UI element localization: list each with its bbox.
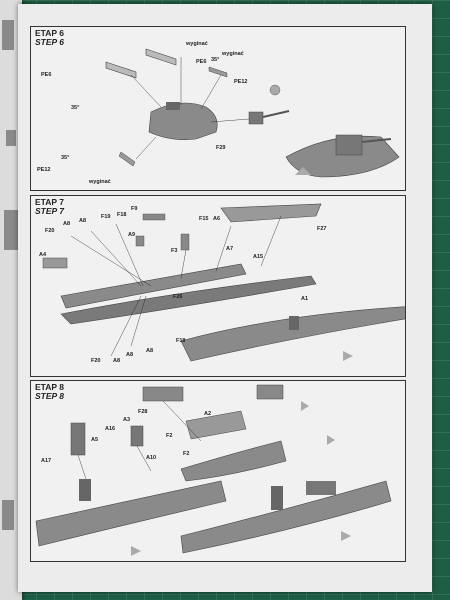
part-label: PE6 bbox=[41, 72, 52, 78]
railing-pe12-bottom bbox=[118, 151, 136, 167]
assembled-gun-barrel bbox=[361, 138, 392, 143]
part-label: A9 bbox=[128, 232, 136, 238]
gun-barrel bbox=[262, 110, 290, 118]
hull-a1 bbox=[60, 275, 317, 325]
part-label: F19 bbox=[101, 214, 111, 220]
step-7-panel: ETAP 7 STEP 7 F20 A8 A8 F19 F18 bbox=[30, 195, 406, 377]
bend-note: wyginać bbox=[222, 51, 244, 57]
part-a4 bbox=[42, 257, 68, 269]
part-label: F27 bbox=[317, 226, 327, 232]
part-label: F18 bbox=[176, 338, 186, 344]
previous-page-edge bbox=[0, 0, 22, 600]
assembled-hull-7 bbox=[180, 306, 405, 362]
step-6-panel: ETAP 6 STEP 6 PE6 PE6 PE12 PE12 F bbox=[30, 26, 406, 191]
angle-note: 35° bbox=[71, 105, 80, 111]
part-label: F9 bbox=[131, 206, 138, 212]
part-label: A17 bbox=[41, 458, 52, 464]
part-label: A3 bbox=[123, 417, 131, 423]
step-7-title: ETAP 7 STEP 7 bbox=[35, 197, 64, 216]
assembly-arrow bbox=[327, 435, 335, 445]
part-label: F18 bbox=[117, 212, 127, 218]
previous-page-fragment bbox=[2, 500, 14, 530]
part-label: A8 bbox=[126, 352, 134, 358]
bend-note: wyginać bbox=[89, 179, 111, 185]
angle-note: 35° bbox=[61, 155, 70, 161]
part-label: A8 bbox=[63, 221, 71, 227]
part-f28 bbox=[142, 386, 184, 402]
assembly-arrow bbox=[131, 546, 141, 556]
part-label: F28 bbox=[138, 409, 148, 415]
railing-pe12-top bbox=[208, 66, 228, 78]
part-label: A7 bbox=[226, 246, 234, 252]
part-label: F15 bbox=[199, 216, 209, 222]
step-6-drawing bbox=[105, 48, 400, 178]
previous-page-fragment bbox=[2, 20, 14, 50]
deck-part-f27 bbox=[220, 203, 322, 223]
part-label: A15 bbox=[253, 254, 264, 260]
gun-f29 bbox=[248, 111, 264, 125]
funnel-8b bbox=[271, 486, 283, 510]
assembly-arrow bbox=[295, 167, 311, 175]
assembly-arrow bbox=[343, 351, 353, 361]
part-label: PE12 bbox=[234, 79, 248, 85]
bow-hull-8 bbox=[180, 440, 287, 482]
part-label: A6 bbox=[213, 216, 221, 222]
assembly-arrow bbox=[301, 401, 309, 411]
deck-fitting bbox=[166, 102, 180, 110]
part-label: F3 bbox=[171, 248, 178, 254]
part-label: A5 bbox=[91, 437, 99, 443]
part-label: A8 bbox=[113, 358, 121, 364]
step-8-title: ETAP 8 STEP 8 bbox=[35, 382, 64, 401]
part-label: A8 bbox=[79, 218, 87, 224]
assembled-funnel-7 bbox=[289, 316, 299, 330]
part-label: F20 bbox=[45, 228, 55, 234]
bend-note: wyginać bbox=[186, 41, 208, 47]
step-8-drawing bbox=[35, 384, 392, 556]
part-label: PE12 bbox=[37, 167, 51, 173]
funnel-8a bbox=[79, 479, 91, 501]
bridge-8b bbox=[306, 481, 336, 495]
part-a2-bridge bbox=[256, 384, 284, 400]
part-f9 bbox=[142, 213, 166, 221]
instruction-sheet: ETAP 6 STEP 6 PE6 PE6 PE12 PE12 F bbox=[18, 4, 432, 592]
bow-deck-part bbox=[148, 102, 218, 140]
part-label: PE6 bbox=[196, 59, 207, 65]
assembled-hull-8b bbox=[180, 480, 392, 554]
part-a3 bbox=[130, 425, 144, 447]
part-label: F29 bbox=[216, 145, 226, 151]
part-label: F26 bbox=[173, 294, 183, 300]
part-label: A2 bbox=[204, 411, 212, 417]
previous-page-fragment bbox=[6, 130, 16, 146]
part-label: A4 bbox=[39, 252, 47, 258]
assembled-gun-turret bbox=[335, 134, 363, 156]
railing-pe6-top bbox=[145, 48, 177, 66]
angle-note: 35° bbox=[211, 57, 220, 63]
railing-pe6-left bbox=[105, 61, 137, 79]
step-6-title: ETAP 6 STEP 6 bbox=[35, 28, 64, 47]
part-a5-funnel bbox=[70, 422, 86, 456]
step-7-drawing bbox=[42, 203, 405, 362]
assembly-arrow bbox=[341, 531, 351, 541]
part-a9 bbox=[135, 235, 145, 247]
part-label: A8 bbox=[146, 348, 154, 354]
part-label: A16 bbox=[105, 426, 116, 432]
deck-a1 bbox=[60, 263, 247, 309]
step-8-panel: ETAP 8 STEP 8 F28 A2 A3 A16 A5 bbox=[30, 380, 406, 562]
previous-page-fragment bbox=[4, 210, 18, 250]
part-label: F20 bbox=[91, 358, 101, 364]
part-a2 bbox=[185, 410, 247, 440]
part-label: A1 bbox=[301, 296, 309, 302]
part-label: F2 bbox=[183, 451, 190, 457]
assembled-hull-8a bbox=[35, 480, 227, 547]
part-label: A10 bbox=[146, 455, 157, 461]
part-f3 bbox=[180, 233, 190, 251]
part-label: F2 bbox=[166, 433, 173, 439]
